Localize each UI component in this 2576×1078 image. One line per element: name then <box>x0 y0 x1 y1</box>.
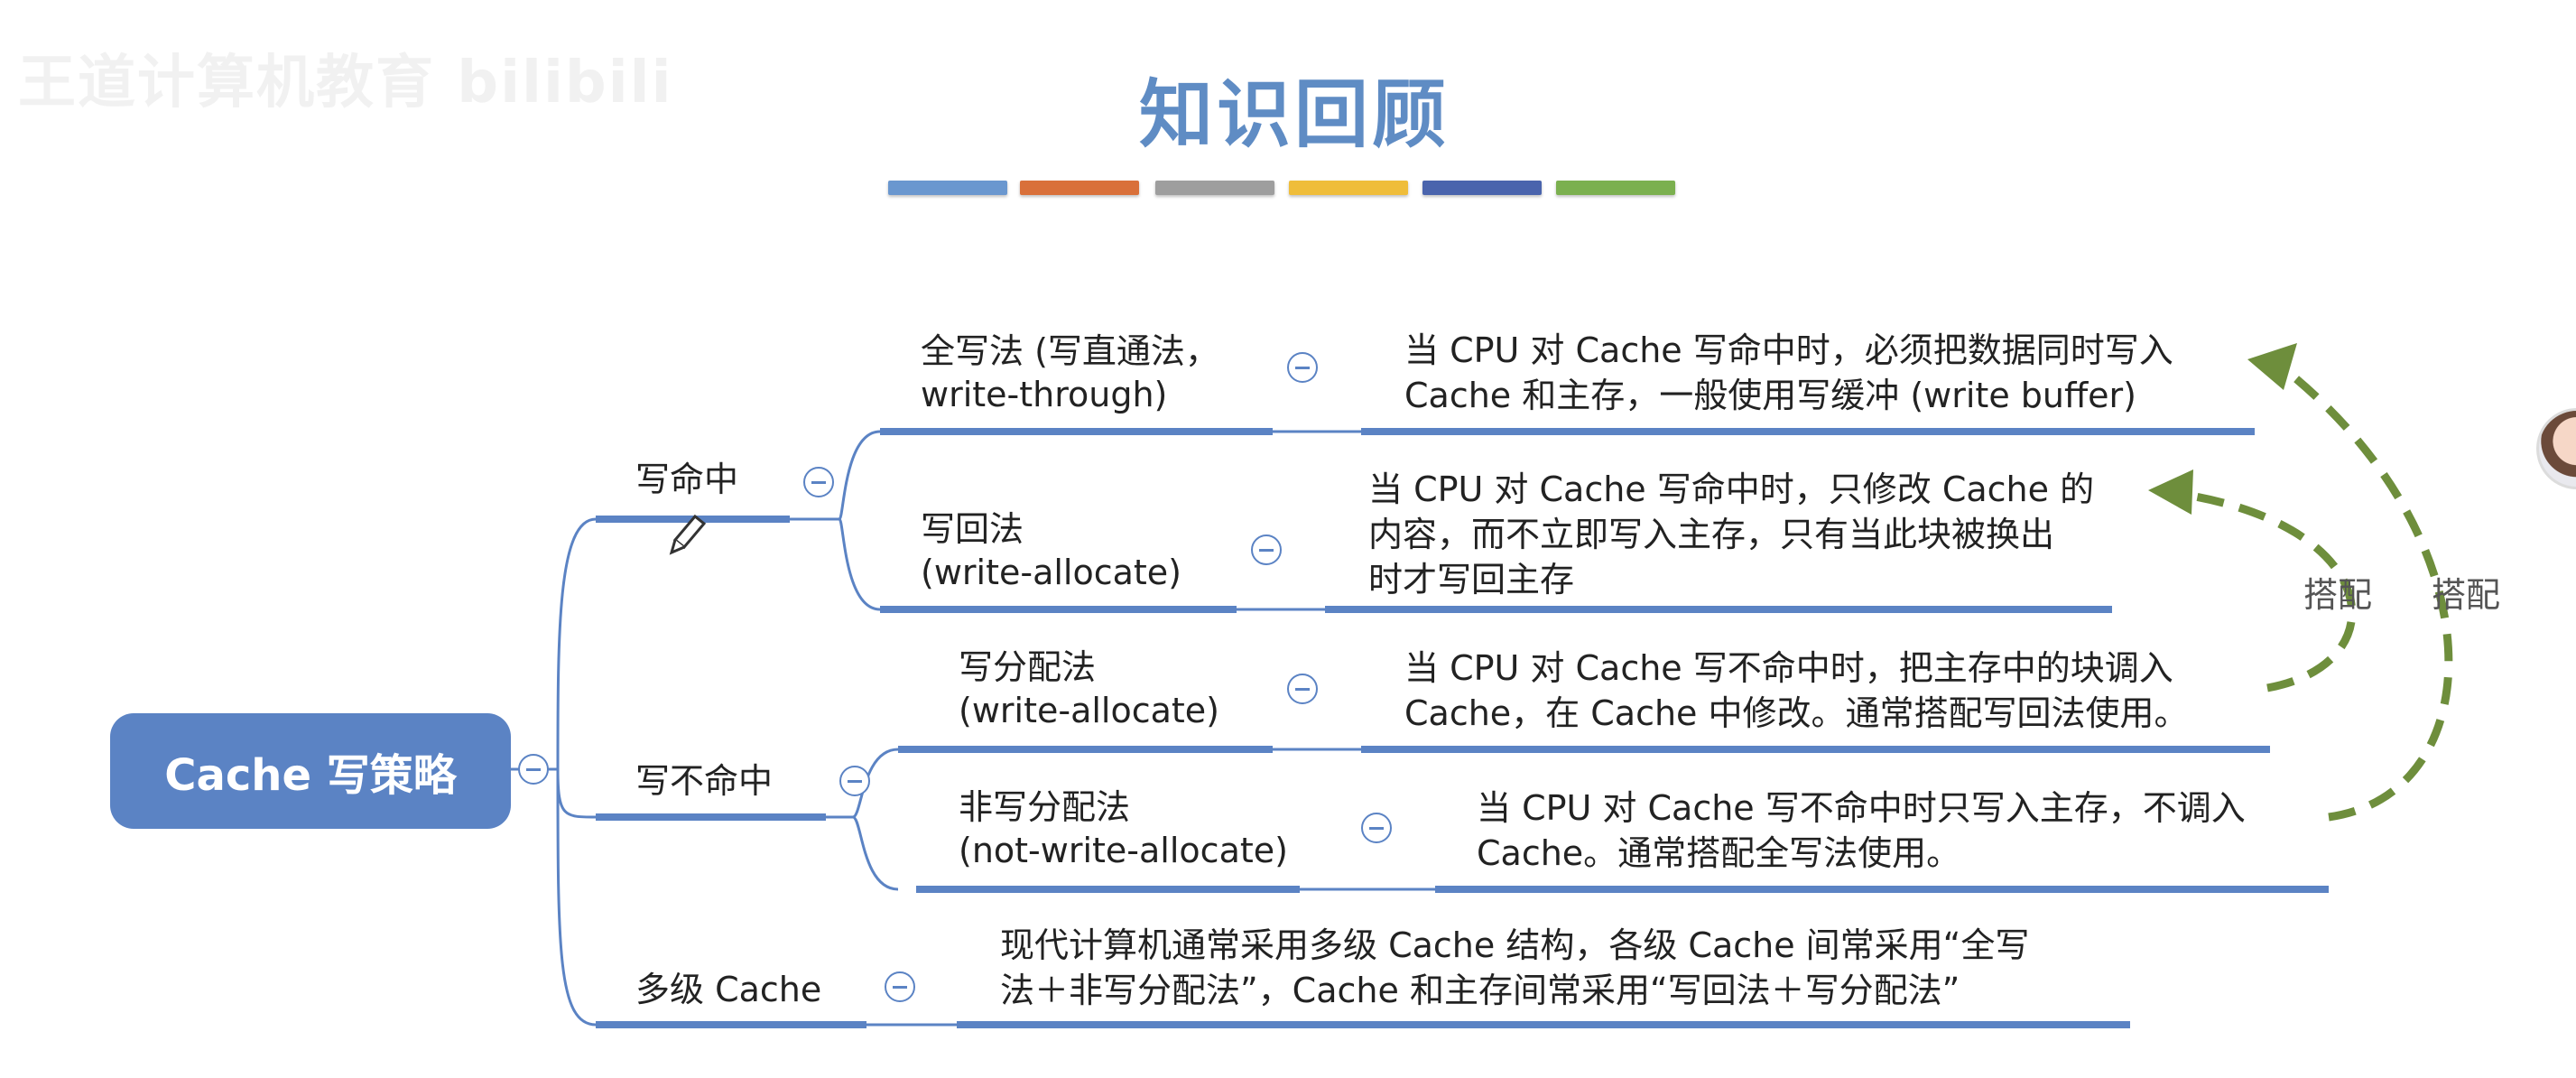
root-node[interactable]: Cache 写策略 <box>110 713 511 829</box>
desc-no-write-allocate: 当 CPU 对 Cache 写不命中时只写入主存，不调入 Cache。通常搭配全… <box>1477 785 2246 876</box>
desc-line: Cache。通常搭配全写法使用。 <box>1477 833 1961 873</box>
branch-write-hit-label[interactable]: 写命中 <box>635 460 739 499</box>
node-write-back[interactable]: 写回法 (write-allocate) <box>921 507 1181 594</box>
node-write-through-line: 全写法 (写直通法， <box>921 331 1219 371</box>
color-bar <box>1556 181 1675 195</box>
branch-write-miss-label[interactable]: 写不命中 <box>635 761 774 801</box>
desc-line: 当 CPU 对 Cache 写命中时，必须把数据同时写入 <box>1404 330 2173 370</box>
root-label: Cache 写策略 <box>164 750 457 801</box>
root-collapse-button[interactable] <box>518 754 549 785</box>
write-allocate-collapse-button[interactable] <box>1287 674 1318 704</box>
write-through-collapse-button[interactable] <box>1287 352 1318 383</box>
desc-line: 当 CPU 对 Cache 写不命中时只写入主存，不调入 <box>1477 788 2246 828</box>
color-bar <box>1020 181 1139 195</box>
desc-line: 内容，而不立即写入主存，只有当此块被换出 <box>1368 515 2055 554</box>
watermark: 王道计算机教育 bilibili <box>18 50 673 116</box>
node-write-through[interactable]: 全写法 (写直通法， write-through) <box>921 330 1219 416</box>
desc-line: 法＋非写分配法”，Cache 和主存间常采用“写回法＋写分配法” <box>1000 971 1960 1010</box>
write-miss-collapse-button[interactable] <box>839 766 870 796</box>
pairing-label-outer: 搭配 <box>2432 575 2501 615</box>
desc-line: Cache 和主存，一般使用写缓冲 (write buffer) <box>1404 376 2136 415</box>
color-bar <box>888 181 1007 195</box>
node-write-allocate-line: 写分配法 <box>959 647 1097 687</box>
pairing-label-inner: 搭配 <box>2303 575 2373 615</box>
desc-line: 时才写回主存 <box>1368 560 1575 599</box>
desc-line: 当 CPU 对 Cache 写不命中时，把主存中的块调入 <box>1404 648 2173 688</box>
pairing-arrow-inner-head <box>2148 469 2193 515</box>
pencil-cursor-icon <box>669 514 707 555</box>
pairing-arrow-outer-head <box>2247 343 2297 390</box>
color-bar <box>1289 181 1408 195</box>
write-hit-collapse-button[interactable] <box>803 467 834 497</box>
page-title: 知识回顾 <box>1139 72 1450 158</box>
multilevel-cache-collapse-button[interactable] <box>885 971 915 1002</box>
pairing-arrow-outer <box>2281 365 2453 822</box>
node-write-allocate-line: (write-allocate) <box>959 691 1220 730</box>
node-no-write-allocate[interactable]: 非写分配法 (not-write-allocate) <box>959 785 1288 872</box>
node-write-back-line: 写回法 <box>921 509 1024 549</box>
node-no-write-allocate-line: 非写分配法 <box>959 787 1131 827</box>
write-back-collapse-button[interactable] <box>1251 534 1282 565</box>
desc-line: 现代计算机通常采用多级 Cache 结构，各级 Cache 间常采用“全写 <box>1000 925 2030 965</box>
desc-multilevel-cache: 现代计算机通常采用多级 Cache 结构，各级 Cache 间常采用“全写 法＋… <box>1000 923 2029 1013</box>
desc-write-allocate: 当 CPU 对 Cache 写不命中时，把主存中的块调入 Cache，在 Cac… <box>1404 646 2189 736</box>
desc-line: 当 CPU 对 Cache 写命中时，只修改 Cache 的 <box>1368 469 2095 509</box>
node-write-allocate[interactable]: 写分配法 (write-allocate) <box>959 646 1219 732</box>
desc-write-through: 当 CPU 对 Cache 写命中时，必须把数据同时写入 Cache 和主存，一… <box>1404 328 2173 418</box>
color-bar <box>1422 181 1542 195</box>
branch-trunk <box>556 517 597 1027</box>
node-write-through-line: write-through) <box>921 375 1168 414</box>
desc-line: Cache，在 Cache 中修改。通常搭配写回法使用。 <box>1404 693 2189 733</box>
no-write-allocate-collapse-button[interactable] <box>1361 813 1392 843</box>
color-bar <box>1155 181 1274 195</box>
desc-write-back: 当 CPU 对 Cache 写命中时，只修改 Cache 的 内容，而不立即写入… <box>1368 467 2094 602</box>
node-no-write-allocate-line: (not-write-allocate) <box>959 831 1288 870</box>
node-write-back-line: (write-allocate) <box>921 553 1182 592</box>
write-hit-connector <box>790 430 881 611</box>
branch-multilevel-cache-label[interactable]: 多级 Cache <box>635 970 822 1009</box>
pairing-arrow-inner <box>2165 488 2357 692</box>
